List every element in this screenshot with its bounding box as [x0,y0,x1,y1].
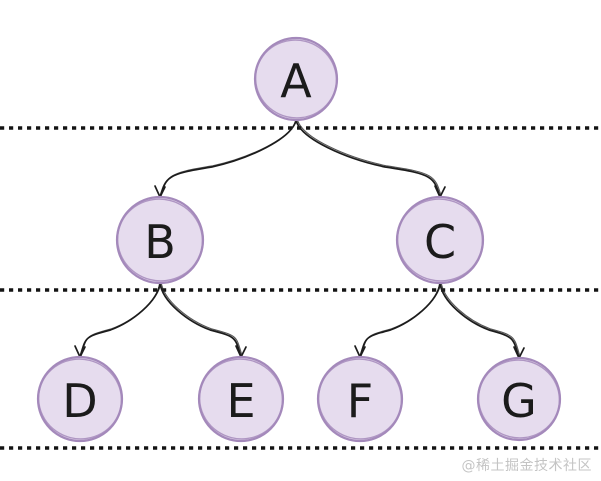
tree-node-B: B [115,195,205,285]
tree-node-D: D [36,355,124,443]
edge-B-E [159,281,247,359]
node-label-C: C [424,215,456,269]
edge-A-B [154,118,298,199]
tree-node-A: A [253,36,339,122]
edge-A-C [295,118,446,199]
tree-node-C: C [395,195,485,285]
node-label-E: E [226,374,255,428]
edge-B-D [74,281,162,359]
tree-node-G: G [476,356,562,442]
node-label-B: B [144,215,176,269]
node-label-G: G [501,374,537,428]
tree-node-E: E [197,355,285,443]
tree-node-F: F [316,355,404,443]
node-label-F: F [347,374,373,428]
watermark: @稀土掘金技术社区 [461,458,592,474]
edge-C-F [354,281,442,359]
node-label-A: A [280,54,312,108]
edge-C-G [439,281,525,360]
node-label-D: D [62,374,97,428]
